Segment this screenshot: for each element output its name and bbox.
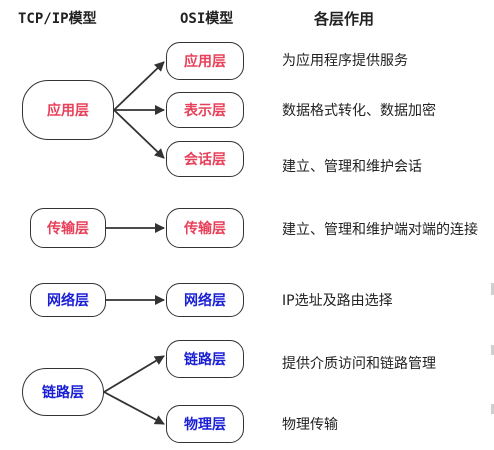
osi-physical-layer-label: 物理层 xyxy=(184,417,226,433)
osi-physical-layer: 物理层 xyxy=(166,405,244,443)
arrow-application-to-application xyxy=(113,61,165,111)
desc-datalink: 提供介质访问和链路管理 xyxy=(282,356,436,372)
desc-application: 为应用程序提供服务 xyxy=(282,53,408,69)
osi-application-layer: 应用层 xyxy=(166,42,244,80)
tcpip-network-layer-label: 网络层 xyxy=(47,293,89,309)
edge-mark xyxy=(491,345,494,355)
layer-function-header: 各层作用 xyxy=(314,10,375,28)
tcpip-model-header: TCP/IP模型 xyxy=(18,11,97,27)
osi-transport-layer-label: 传输层 xyxy=(184,221,226,237)
osi-application-layer-label: 应用层 xyxy=(184,54,226,70)
tcpip-application-layer-label: 应用层 xyxy=(47,103,89,119)
osi-model-header: OSI模型 xyxy=(180,11,234,27)
tcpip-link-layer: 链路层 xyxy=(22,368,104,416)
osi-session-layer-label: 会话层 xyxy=(184,152,226,168)
osi-presentation-layer: 表示层 xyxy=(166,92,244,128)
tcpip-network-layer: 网络层 xyxy=(30,283,106,317)
arrow-link-to-physical xyxy=(103,391,165,425)
desc-transport: 建立、管理和维护端对端的连接 xyxy=(282,222,478,238)
arrow-application-to-session xyxy=(113,109,165,159)
tcpip-transport-layer-label: 传输层 xyxy=(47,221,89,237)
desc-physical: 物理传输 xyxy=(282,417,338,433)
arrow-link-to-datalink xyxy=(103,355,165,393)
desc-session: 建立、管理和维护会话 xyxy=(282,159,422,175)
edge-mark xyxy=(491,283,494,295)
osi-datalink-layer: 链路层 xyxy=(166,340,244,378)
osi-session-layer: 会话层 xyxy=(166,141,244,177)
osi-datalink-layer-label: 链路层 xyxy=(184,352,226,368)
osi-transport-layer: 传输层 xyxy=(166,208,244,248)
desc-network: IP选址及路由选择 xyxy=(282,293,393,309)
tcpip-application-layer: 应用层 xyxy=(22,80,114,140)
edge-mark xyxy=(491,404,494,414)
osi-network-layer: 网络层 xyxy=(166,283,244,317)
tcpip-link-layer-label: 链路层 xyxy=(42,385,84,401)
desc-presentation: 数据格式转化、数据加密 xyxy=(282,103,436,119)
tcpip-transport-layer: 传输层 xyxy=(30,208,106,248)
osi-presentation-layer-label: 表示层 xyxy=(184,103,226,119)
osi-network-layer-label: 网络层 xyxy=(184,293,226,309)
